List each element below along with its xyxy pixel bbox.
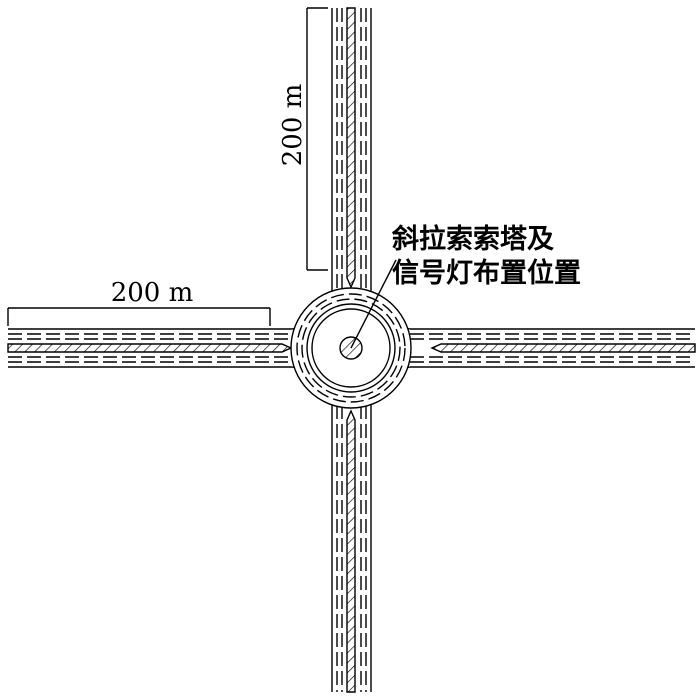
east-road	[410, 328, 696, 368]
south-road	[331, 405, 372, 693]
annotation-line-2: 信号灯布置位置	[392, 257, 581, 289]
horizontal-dimension	[7, 307, 271, 326]
west-road	[7, 328, 293, 368]
horizontal-dimension-label: 200 m	[111, 278, 194, 308]
annotation-leader-line	[350, 259, 397, 349]
vertical-dimension-label: 200 m	[278, 84, 308, 167]
annotation-line-1: 斜拉索索塔及	[391, 223, 554, 255]
vertical-dimension	[306, 7, 328, 271]
north-road	[331, 7, 372, 292]
